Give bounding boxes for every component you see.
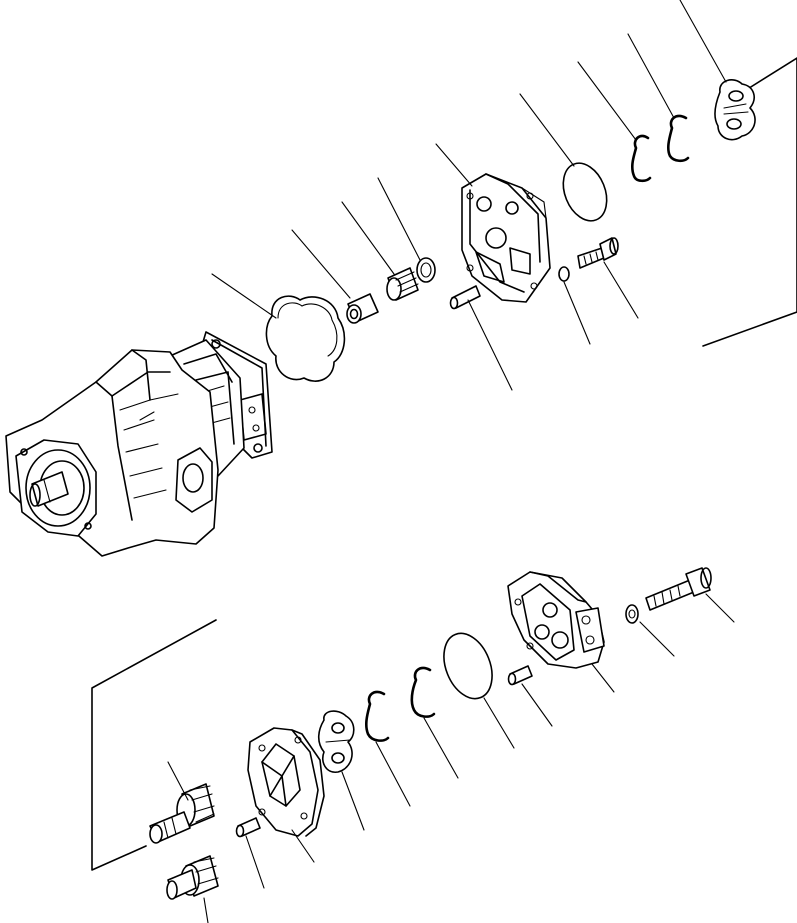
washer-upper xyxy=(558,266,570,282)
thrust-washer-upper xyxy=(416,257,436,283)
main-pump-body xyxy=(5,331,273,557)
group-bracket-lower xyxy=(91,619,217,871)
bolt-lower xyxy=(645,567,712,611)
oring-upper xyxy=(562,162,608,222)
driven-gear-shaft-lower xyxy=(166,855,219,900)
drive-gear-shaft-lower xyxy=(149,783,215,844)
dowel-pin-lower-left xyxy=(235,817,261,838)
seal-plate-lower xyxy=(317,710,355,773)
oring-gasket-large-upper xyxy=(265,295,346,382)
bolt-upper xyxy=(577,237,619,269)
gear-housing-lower xyxy=(247,727,325,837)
seal-plate-upper xyxy=(714,79,756,141)
snap-ring-upper-a xyxy=(631,134,652,183)
bushing-upper xyxy=(346,293,379,324)
cover-plate-upper xyxy=(461,173,551,303)
group-bracket-upper xyxy=(702,57,797,347)
snap-ring-lower-a xyxy=(365,690,390,742)
snap-ring-upper-b xyxy=(667,114,690,163)
dowel-pin-upper xyxy=(449,285,481,310)
needle-bearing-upper xyxy=(386,267,419,301)
oring-lower xyxy=(443,632,493,700)
snap-ring-lower-b xyxy=(410,666,436,718)
cover-plate-lower xyxy=(507,571,605,669)
washer-lower xyxy=(625,604,639,624)
leader-lines xyxy=(167,0,735,923)
dowel-pin-lower-right xyxy=(507,665,533,686)
